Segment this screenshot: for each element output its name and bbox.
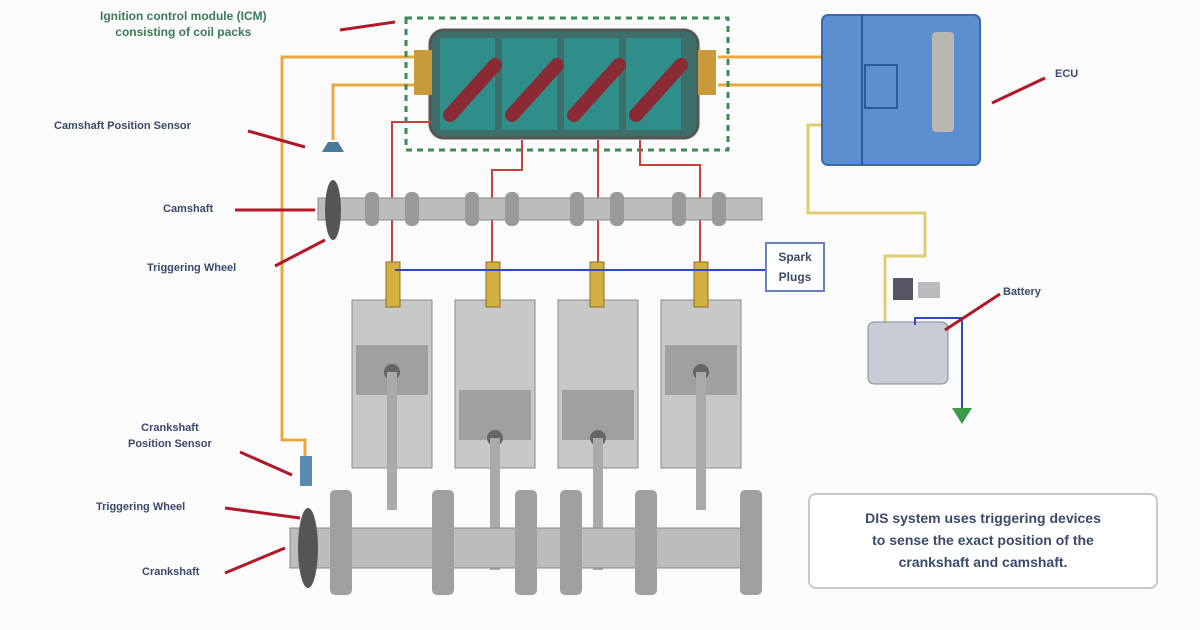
icm-connector-right xyxy=(698,50,716,95)
spark-plugs-label-line2: Plugs xyxy=(778,270,812,284)
battery-unit xyxy=(867,278,972,424)
icm-connector-left xyxy=(414,50,432,95)
crankshaft-sensor-label-line1: Crankshaft xyxy=(141,422,199,434)
spark-plugs xyxy=(385,261,709,308)
ecu-label: ECU xyxy=(1055,68,1079,80)
icm-boundary xyxy=(404,16,730,152)
cam-trigger-wheel-label: Triggering Wheel xyxy=(147,262,237,274)
ecu-unit xyxy=(821,14,981,166)
coil-packs xyxy=(440,38,688,130)
caption-line2: to sense the exact position of the xyxy=(872,532,1094,548)
crankshaft-assembly xyxy=(289,490,762,595)
caption-line1: DIS system uses triggering devices xyxy=(865,510,1101,526)
spark-plugs-label-line1: Spark xyxy=(778,250,812,264)
caption-box: DIS system uses triggering devices to se… xyxy=(808,493,1158,589)
caption-line3: crankshaft and camshaft. xyxy=(898,554,1068,570)
cam-trigger-wheel xyxy=(325,180,341,240)
crankshaft-sensor-label-line2: Position Sensor xyxy=(128,438,212,450)
camshaft-label: Camshaft xyxy=(163,203,214,215)
icm-label: Ignition control module (ICM) consisting… xyxy=(100,8,267,40)
pointer-arrows xyxy=(224,20,1046,575)
battery-label: Battery xyxy=(1003,286,1041,298)
signal-wires xyxy=(280,55,927,458)
spark-plugs-label: Spark Plugs xyxy=(765,242,825,292)
crankshaft-sensor-label: Crankshaft Position Sensor xyxy=(128,420,212,452)
crank-trigger-wheel-label: Triggering Wheel xyxy=(96,501,186,513)
cam-lobes xyxy=(365,192,726,226)
camshaft-bar xyxy=(317,197,763,221)
icm-label-line2: consisting of coil packs xyxy=(115,25,252,39)
cylinders xyxy=(351,299,742,469)
crankshaft-label: Crankshaft xyxy=(142,566,200,578)
plug-wires xyxy=(391,121,701,270)
icm-label-line1: Ignition control module (ICM) xyxy=(100,9,267,23)
crankshaft-sensor xyxy=(300,456,312,486)
camshaft-sensor xyxy=(322,142,344,152)
camshaft-sensor-label: Camshaft Position Sensor xyxy=(54,120,191,132)
